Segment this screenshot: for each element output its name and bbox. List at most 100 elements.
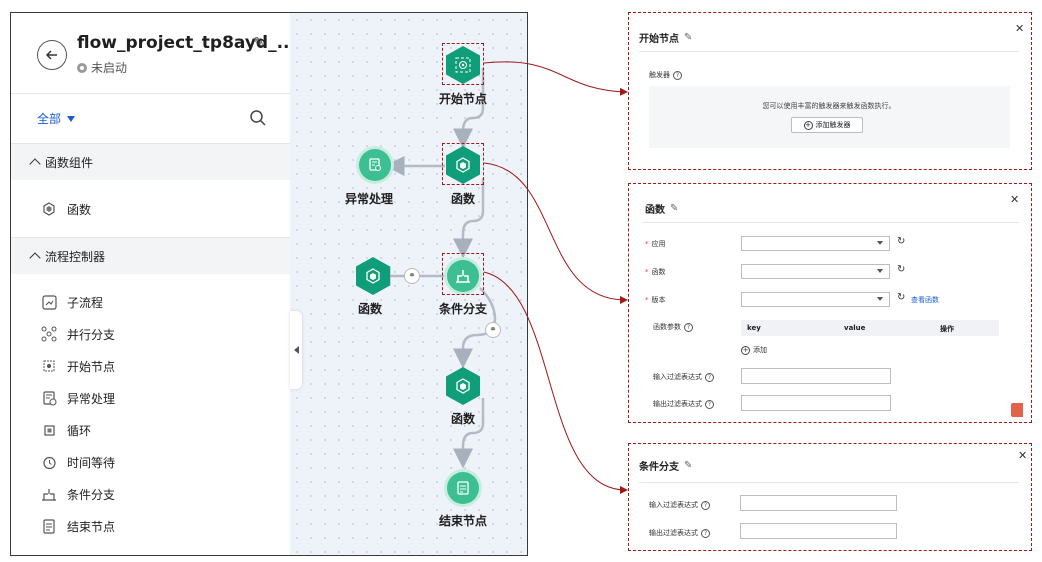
component-label: 结束节点 xyxy=(67,519,116,534)
help-icon[interactable]: ? xyxy=(673,70,682,80)
feedback-button[interactable] xyxy=(1011,403,1023,417)
component-label: 异常处理 xyxy=(67,391,116,406)
input-filter-field[interactable] xyxy=(741,368,891,384)
node-function-2-label: 函数 xyxy=(357,302,383,316)
component-sidebar: flow_project_tp8ayd_... ✎ 未启动 全部 函数组件 函数… xyxy=(11,13,296,555)
input-filter-label: 输入过滤表达式 ? xyxy=(649,500,710,510)
function-label: * 函数 xyxy=(645,267,666,277)
edit-pencil-icon[interactable]: ✎ xyxy=(684,460,693,471)
parallel-branch-icon xyxy=(41,326,57,342)
node-exception[interactable] xyxy=(357,147,393,183)
app-label-text: 应用 xyxy=(651,240,666,248)
trigger-label: 触发器 ? xyxy=(649,70,682,80)
search-icon[interactable] xyxy=(249,109,267,127)
component-time-wait[interactable]: 时间等待 xyxy=(41,450,115,474)
add-param-button[interactable]: + 添加 xyxy=(741,345,767,355)
component-condition-branch[interactable]: 条件分支 xyxy=(41,482,115,506)
node-end-shape xyxy=(447,472,479,504)
output-filter-field[interactable] xyxy=(741,395,891,411)
caret-down-icon xyxy=(67,115,76,122)
link-icon[interactable]: ⚭ xyxy=(404,268,420,284)
edit-pencil-icon[interactable]: ✎ xyxy=(684,32,693,43)
refresh-icon[interactable]: ↻ xyxy=(897,292,906,303)
divider xyxy=(643,222,1019,223)
component-subflow[interactable]: 子流程 xyxy=(41,290,103,314)
exception-icon xyxy=(369,158,381,171)
node-function-2[interactable] xyxy=(355,257,391,295)
node-function-3[interactable] xyxy=(445,367,481,405)
collapse-sidebar-button[interactable] xyxy=(290,311,302,389)
function-params-label: 函数参数 ? xyxy=(653,322,693,332)
group-header-flow-controllers[interactable]: 流程控制器 xyxy=(11,238,290,274)
close-icon[interactable]: ✕ xyxy=(1015,22,1025,35)
component-label: 循环 xyxy=(67,423,92,438)
end-node-icon xyxy=(457,481,469,495)
node-function-3-label: 函数 xyxy=(450,412,476,426)
status-dot-icon xyxy=(77,62,87,73)
project-name: flow_project_tp8ayd_... xyxy=(77,33,296,53)
node-exception-label: 异常处理 xyxy=(344,192,394,206)
refresh-icon[interactable]: ↻ xyxy=(897,264,906,275)
output-filter-field[interactable] xyxy=(740,523,897,539)
component-exception-handling[interactable]: 异常处理 xyxy=(41,386,115,410)
params-header-key: key xyxy=(747,324,761,332)
node-condition[interactable] xyxy=(445,258,481,294)
edit-pencil-icon[interactable]: ✎ xyxy=(670,203,679,214)
exception-icon xyxy=(41,390,57,406)
panel-title-text: 函数 xyxy=(645,205,665,216)
help-icon[interactable]: ? xyxy=(684,322,693,332)
view-function-link[interactable]: 查看函数 xyxy=(911,296,939,304)
component-label: 开始节点 xyxy=(67,359,116,374)
flow-canvas[interactable]: 开始节点 函数 异常处理 函数 ⚭ 条件分支 ⚭ xyxy=(290,13,527,555)
plus-circle-icon: + xyxy=(803,120,813,130)
refresh-icon[interactable]: ↻ xyxy=(897,236,906,247)
node-condition-highlight xyxy=(442,253,484,295)
input-filter-field[interactable] xyxy=(740,495,897,511)
component-end-node[interactable]: 结束节点 xyxy=(41,514,115,538)
input-filter-label: 输入过滤表达式 ? xyxy=(653,372,714,382)
link-icon[interactable]: ⚭ xyxy=(485,322,501,338)
output-filter-label: 输出过滤表达式 ? xyxy=(649,528,710,538)
close-icon[interactable]: ✕ xyxy=(1010,193,1020,206)
back-button[interactable] xyxy=(37,40,67,70)
required-mark: * xyxy=(645,268,649,276)
function-select[interactable] xyxy=(741,264,890,279)
add-trigger-button[interactable]: + 添加触发器 xyxy=(791,117,863,133)
node-start-highlight xyxy=(442,43,484,85)
panel-title-text: 开始节点 xyxy=(639,34,679,45)
filter-dropdown[interactable]: 全部 xyxy=(37,110,76,127)
help-icon[interactable]: ? xyxy=(705,372,714,382)
component-label: 并行分支 xyxy=(67,327,116,342)
params-header-action: 操作 xyxy=(940,325,954,333)
version-select[interactable] xyxy=(741,292,890,307)
app-select[interactable] xyxy=(741,236,890,251)
help-icon[interactable]: ? xyxy=(701,500,710,510)
component-loop[interactable]: 循环 xyxy=(41,418,91,442)
help-icon[interactable]: ? xyxy=(705,399,714,409)
component-start-node[interactable]: 开始节点 xyxy=(41,354,115,378)
divider xyxy=(11,143,290,144)
node-end-label: 结束节点 xyxy=(438,514,488,528)
divider xyxy=(11,93,290,94)
component-function[interactable]: 函数 xyxy=(41,197,91,221)
edit-pencil-icon[interactable]: ✎ xyxy=(253,35,265,51)
version-label-text: 版本 xyxy=(651,296,666,304)
component-parallel-branch[interactable]: 并行分支 xyxy=(41,322,115,346)
function-panel: 函数 ✎ ✕ * 应用 ↻ * 函数 ↻ * 版本 ↻ 查看函数 函数参数 ? … xyxy=(628,183,1032,423)
group-header-function-components[interactable]: 函数组件 xyxy=(11,144,290,180)
flow-edges xyxy=(370,68,497,469)
node-condition-label: 条件分支 xyxy=(438,302,488,316)
node-start[interactable] xyxy=(445,46,481,84)
node-function-1[interactable] xyxy=(445,146,481,184)
filter-label: 全部 xyxy=(37,112,62,126)
node-end[interactable] xyxy=(445,470,481,506)
node-exception-shape xyxy=(359,149,391,181)
help-icon[interactable]: ? xyxy=(701,528,710,538)
caret-down-icon xyxy=(877,269,883,273)
input-filter-label-text: 输入过滤表达式 xyxy=(649,501,698,509)
plus-circle-icon: + xyxy=(741,345,750,355)
output-filter-label-text: 输出过滤表达式 xyxy=(653,400,702,408)
add-param-label: 添加 xyxy=(753,346,767,354)
params-table-header: key value 操作 xyxy=(741,320,999,336)
close-icon[interactable]: ✕ xyxy=(1018,449,1028,462)
